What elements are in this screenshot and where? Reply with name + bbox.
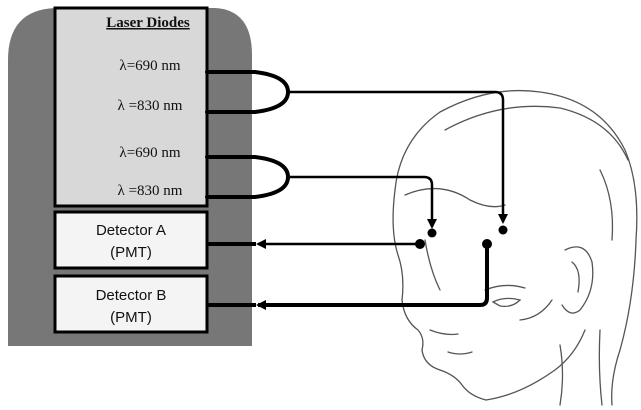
fiber-line-source-right [288,90,508,224]
detector-a-type: (PMT) [110,244,152,261]
detector-a-name: Detector A [96,222,166,239]
wavelength-label-1: λ=690 nm [119,58,180,74]
source-optode-left [427,228,437,238]
laser-diodes-title: Laser Diodes [106,15,190,31]
laser-diodes-box [53,6,209,208]
source-optode-right [498,225,508,235]
detector-b-name: Detector B [96,287,167,304]
wavelength-label-4: λ =830 nm [118,183,183,199]
fiber-bundle-1 [205,70,290,114]
detector-a-box [53,210,209,270]
head-sketch-icon [392,89,638,406]
fiber-line-source-left [288,175,437,229]
wavelength-label-2: λ =830 nm [118,98,183,114]
wavelength-label-3: λ=690 nm [119,145,180,161]
detector-b-type: (PMT) [110,309,152,326]
fiber-bundle-2 [205,155,290,199]
return-line-detector-b [256,244,489,310]
